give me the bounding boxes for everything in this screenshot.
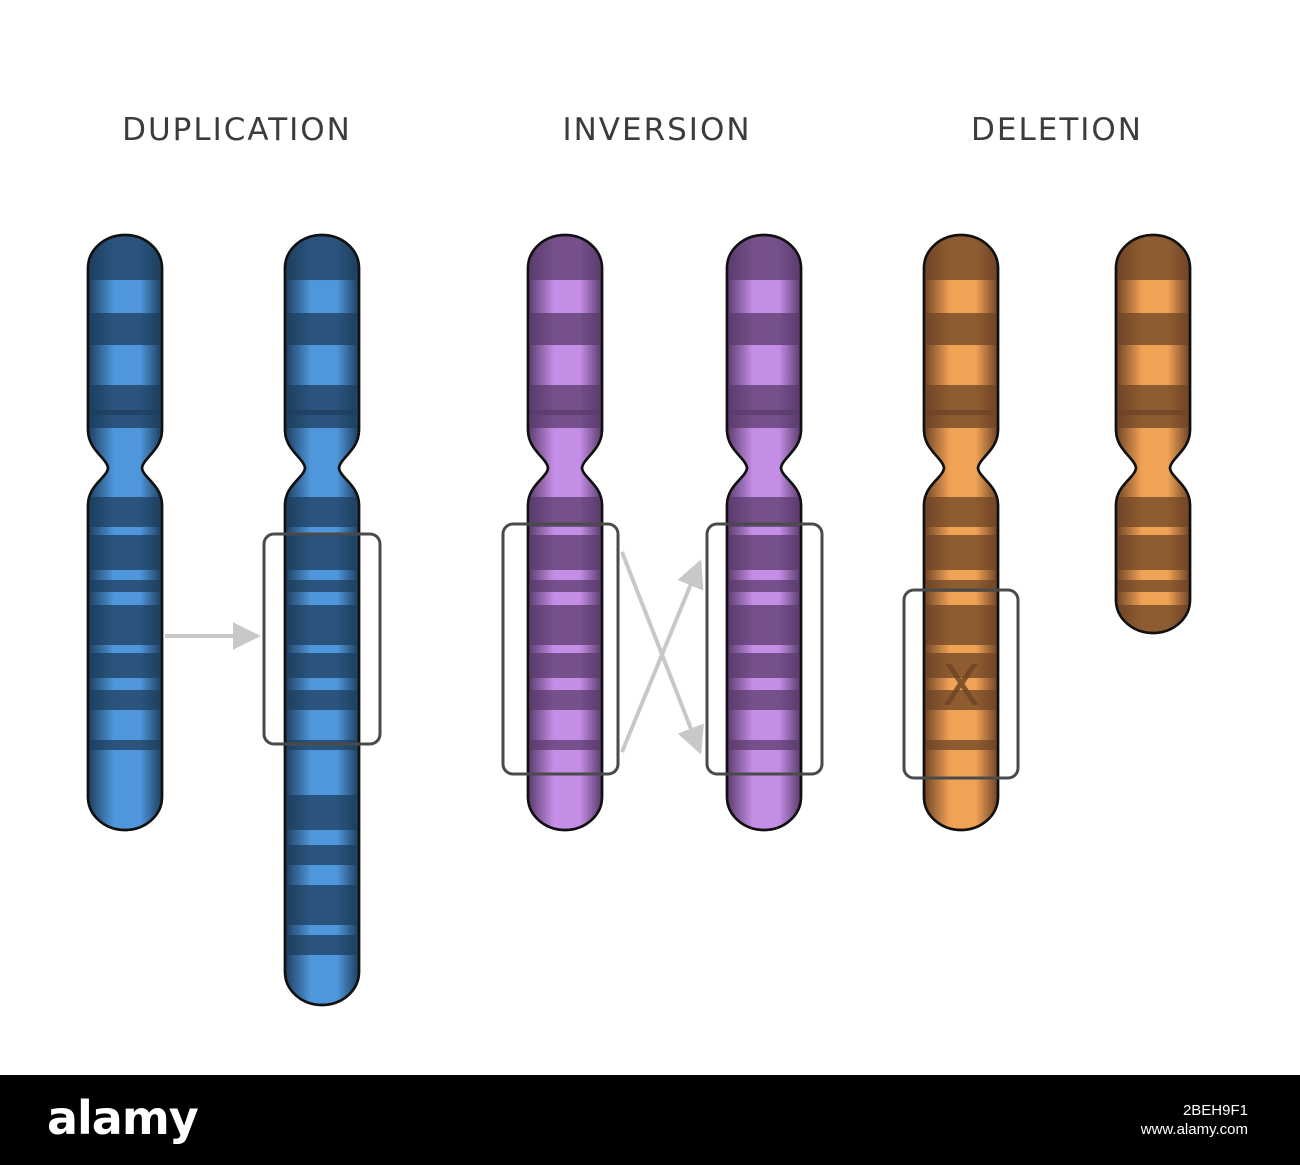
inversion-title: INVERSION [562,112,752,148]
chromosome-band [285,235,359,281]
chromosome-outline [1114,233,1192,635]
chromosome-band [924,605,998,645]
footer-bar: alamy 2BEH9F1 www.alamy.com [0,1075,1300,1165]
chromosome-outline [526,233,604,832]
chromosome-band [285,845,359,866]
deletion-x-mark: X [942,654,980,719]
chromosome-band [285,795,359,831]
chromosome-band [528,497,602,527]
chromosome-band [1116,497,1190,527]
chromosome-band [88,535,162,570]
chromosome-band [88,497,162,527]
chromosome-band [285,885,359,926]
website-url: www.alamy.com [1140,1121,1248,1138]
chromosome-band [727,497,801,527]
chromosome-band [924,313,998,345]
chromosome-band [924,653,998,678]
chromosome-band [88,313,162,345]
chromosome-outline [725,233,803,832]
chromosome-band [528,605,602,645]
chromosome-band [727,740,801,750]
chromosome-band [88,580,162,592]
inversion-arrow-down [620,551,704,755]
chromosome-band [528,235,602,280]
chromosome-band [727,535,801,570]
chromosome-band [528,535,602,570]
chromosome-outline [283,233,361,1007]
chromosome-band [1116,313,1190,345]
inversion-original-segment-box [501,522,620,776]
chromosome-outline [86,233,164,832]
chromosome-band [727,235,801,280]
chromosome-band [528,690,602,710]
duplication-title: DUPLICATION [122,112,352,148]
chromosome-band [924,410,998,428]
chromosome-band [285,497,359,528]
chromosome-band [88,410,162,428]
chromosome-band [88,235,162,280]
inversion-original-chromosome [526,233,604,832]
chromosome-band [727,653,801,678]
chromosome-band [528,313,602,345]
chromosome-band [924,535,998,570]
chromosome-band [924,740,998,750]
deletion-title: DELETION [971,112,1143,148]
duplication-original-chromosome [86,233,164,832]
chromosome-band [285,935,359,956]
chromosome-band [1116,410,1190,428]
alamy-logo: alamy [47,1091,199,1145]
chromosome-band [727,580,801,592]
chromosome-band [1116,535,1190,570]
chromosome-band [924,235,998,280]
chromosome-band [285,580,359,593]
chromosome-band [1116,580,1190,592]
inversion-result-segment-box [705,522,824,776]
chromosome-band [88,690,162,710]
deletion-original-chromosome [922,233,1000,832]
chromosome-band [528,653,602,678]
chromosome-band [727,690,801,710]
chromosome-band [285,410,359,429]
chromosome-band [285,653,359,679]
chromosome-band [285,690,359,711]
chromosome-band [528,410,602,428]
image-id: 2BEH9F1 [1182,1102,1248,1119]
deletion-result-chromosome [1114,233,1192,635]
chromosome-band [88,653,162,678]
chromosome-band [88,605,162,645]
chromosome-band [727,605,801,645]
duplication-result-chromosome [283,233,361,1007]
chromosome-outline [922,233,1000,832]
chromosome-mutation-diagram: X [86,233,1192,1007]
chromosome-band [727,410,801,428]
chromosome-band [285,535,359,571]
duplication-segment-box [262,532,382,746]
chromosome-band [285,605,359,646]
chromosome-band [528,580,602,592]
chromosome-band [727,313,801,345]
deletion-segment-box [902,588,1020,780]
chromosome-band [924,497,998,527]
chromosome-band [528,740,602,750]
chromosome-band [924,690,998,710]
chromosome-band [88,740,162,750]
chromosome-band [285,313,359,346]
inversion-result-chromosome [725,233,803,832]
chromosome-band [1116,235,1190,280]
